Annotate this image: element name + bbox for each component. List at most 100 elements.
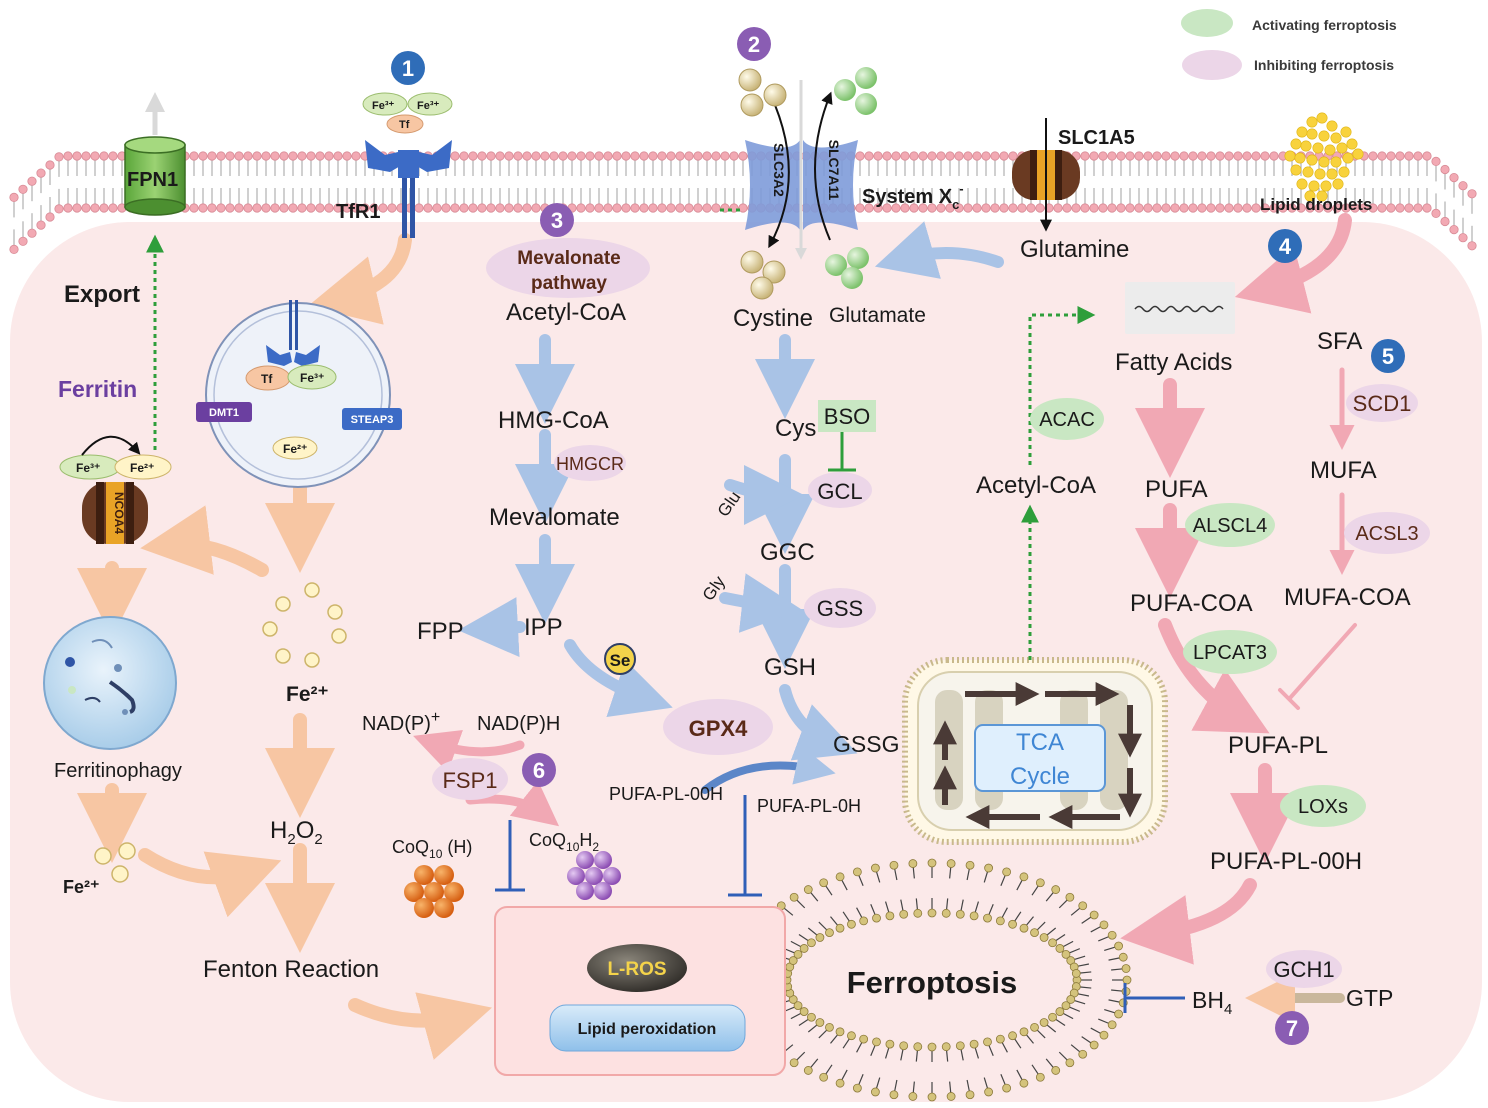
gss-oval: [804, 588, 876, 628]
badge-3-icon: [540, 203, 574, 237]
step-badges: 1 2 3 4 5 6 7: [391, 27, 1405, 1045]
badge-3-label: 3: [551, 208, 563, 233]
endosome-tf: Tf: [261, 372, 273, 386]
ncoa4-fe3: Fe³⁺: [76, 461, 100, 475]
gpx4-pufa-pl-ooh-label: PUFA-PL-00H: [609, 784, 723, 804]
badge-5-icon: [1371, 339, 1405, 373]
lipid-peroxidation-label: Lipid peroxidation: [578, 1021, 717, 1038]
tca-label-2: Cycle: [1010, 763, 1070, 790]
fe2-small-pool: [94, 842, 136, 883]
gcl-label: GCL: [817, 479, 862, 504]
cystine-label: Cystine: [733, 305, 813, 332]
fe2-pool-label: Fe²⁺: [286, 683, 329, 706]
tfr1-fe3-left: Fe³⁺: [372, 100, 395, 112]
fsp1-oval: [432, 758, 508, 800]
export-label: Export: [64, 281, 140, 308]
steap3-tag: [342, 408, 402, 430]
h2o2-label: H2O2: [270, 817, 323, 848]
gss-label: GSS: [817, 596, 863, 621]
slc7a11-label: SLC7A11: [826, 140, 842, 201]
ferritin-label: Ferritin: [58, 376, 137, 402]
mevalomate-label: Mevalomate: [489, 504, 620, 531]
slc3a2-label: SLC3A2: [771, 143, 787, 197]
hmgcr-label: HMGCR: [556, 454, 624, 474]
gch1-label: GCH1: [1273, 957, 1334, 982]
gch1-oval: [1266, 950, 1342, 988]
slc1a5-transporter: [1012, 118, 1080, 232]
glutamate-balls-out: [834, 67, 877, 115]
ncoa4-label: NCOA4: [112, 492, 126, 534]
legend-activating-label: Activating ferroptosis: [1252, 17, 1397, 33]
lipid-peroxidation-label-box: [549, 1004, 746, 1052]
badge-1-icon: [391, 51, 425, 85]
system-xc-label: System Xc-: [862, 181, 964, 212]
gpx4-label: GPX4: [689, 716, 748, 741]
gsh-label: GSH: [764, 654, 816, 681]
glutamate-label: Glutamate: [829, 304, 926, 327]
mitochondrion: [902, 657, 1168, 845]
legend-inhibiting-label: Inhibiting ferroptosis: [1254, 57, 1394, 73]
acsl3-label: ACSL3: [1355, 523, 1418, 545]
nadp-plus-label: NAD(P)+: [362, 709, 440, 735]
badge-2-icon: [737, 27, 771, 61]
ggc-label: GGC: [760, 539, 815, 566]
mufa-coa-label: MUFA-COA: [1284, 584, 1411, 611]
fpn1-transporter: [124, 136, 186, 216]
acetyl-coa-tca-label: Acetyl-CoA: [976, 472, 1096, 499]
glutamine-label: Glutamine: [1020, 236, 1129, 263]
bso-label: BSO: [824, 404, 870, 429]
l-ros-capsule: [587, 944, 687, 992]
se-badge-circle: [604, 643, 636, 675]
alscl4-oval: [1185, 503, 1275, 547]
mevalonate-pathway-line2: pathway: [531, 273, 607, 294]
mufa-label: MUFA: [1310, 457, 1377, 484]
mevalonate-pathway-line1: Mevalonate: [517, 248, 620, 269]
tfr1-receptor: [362, 92, 453, 238]
cystine-balls-out: [738, 68, 787, 117]
gpx4-oval: [663, 699, 773, 755]
legend-inhibiting-swatch: [1182, 50, 1242, 80]
scd1-label: SCD1: [1353, 391, 1412, 416]
l-ros-label: L-ROS: [607, 959, 666, 980]
fpn1-label: FPN1: [127, 169, 178, 191]
lpcat3-oval: [1183, 630, 1277, 674]
dmt1-tag: [196, 402, 252, 422]
hmg-coa-label: HMG-CoA: [498, 407, 609, 434]
coq10h2-cluster: [567, 851, 621, 900]
acac-label: ACAC: [1039, 409, 1095, 431]
gcl-oval: [808, 472, 872, 508]
pathway-arrows: [77, 213, 1357, 1060]
pufa-pl-ooh-label: PUFA-PL-00H: [1210, 848, 1362, 875]
fsp1-label: FSP1: [442, 768, 497, 793]
acsl3-oval: [1344, 512, 1430, 554]
badge-7-icon: [1275, 1011, 1309, 1045]
badge-5-label: 5: [1382, 344, 1394, 369]
se-label: Se: [610, 651, 631, 670]
endosome-fe3: Fe³⁺: [300, 371, 324, 385]
endosome-fe2: Fe²⁺: [283, 442, 307, 456]
nadph-label: NAD(P)H: [477, 713, 560, 735]
fe2-pool: [262, 582, 347, 668]
loxs-label: LOXs: [1298, 796, 1348, 818]
fpp-label: FPP: [417, 618, 464, 645]
lipid-droplets-cluster: [1284, 112, 1364, 202]
fatty-acids-label: Fatty Acids: [1115, 349, 1232, 376]
badge-4-icon: [1268, 229, 1302, 263]
loxs-oval: [1280, 785, 1366, 827]
bh4-label: BH4: [1192, 987, 1232, 1018]
badge-6-icon: [522, 753, 556, 787]
gpx4-pufa-pl-oh-label: PUFA-PL-0H: [757, 796, 861, 816]
hmgcr-oval: [554, 445, 626, 481]
pufa-pl-label: PUFA-PL: [1228, 732, 1328, 759]
ncoa4-ferritin: [59, 435, 172, 544]
badge-2-label: 2: [748, 32, 760, 57]
fe2-small-label: Fe²⁺: [63, 877, 100, 897]
enzyme-ovals: [432, 238, 1430, 988]
endosome: [196, 300, 402, 488]
steap3-label: STEAP3: [351, 414, 394, 426]
badge-7-label: 7: [1286, 1016, 1298, 1041]
pufa-label: PUFA: [1145, 476, 1208, 503]
legend-activating-swatch: [1181, 9, 1233, 37]
tfr1-fe3-right: Fe³⁺: [417, 100, 440, 112]
gtp-label: GTP: [1346, 985, 1393, 1011]
